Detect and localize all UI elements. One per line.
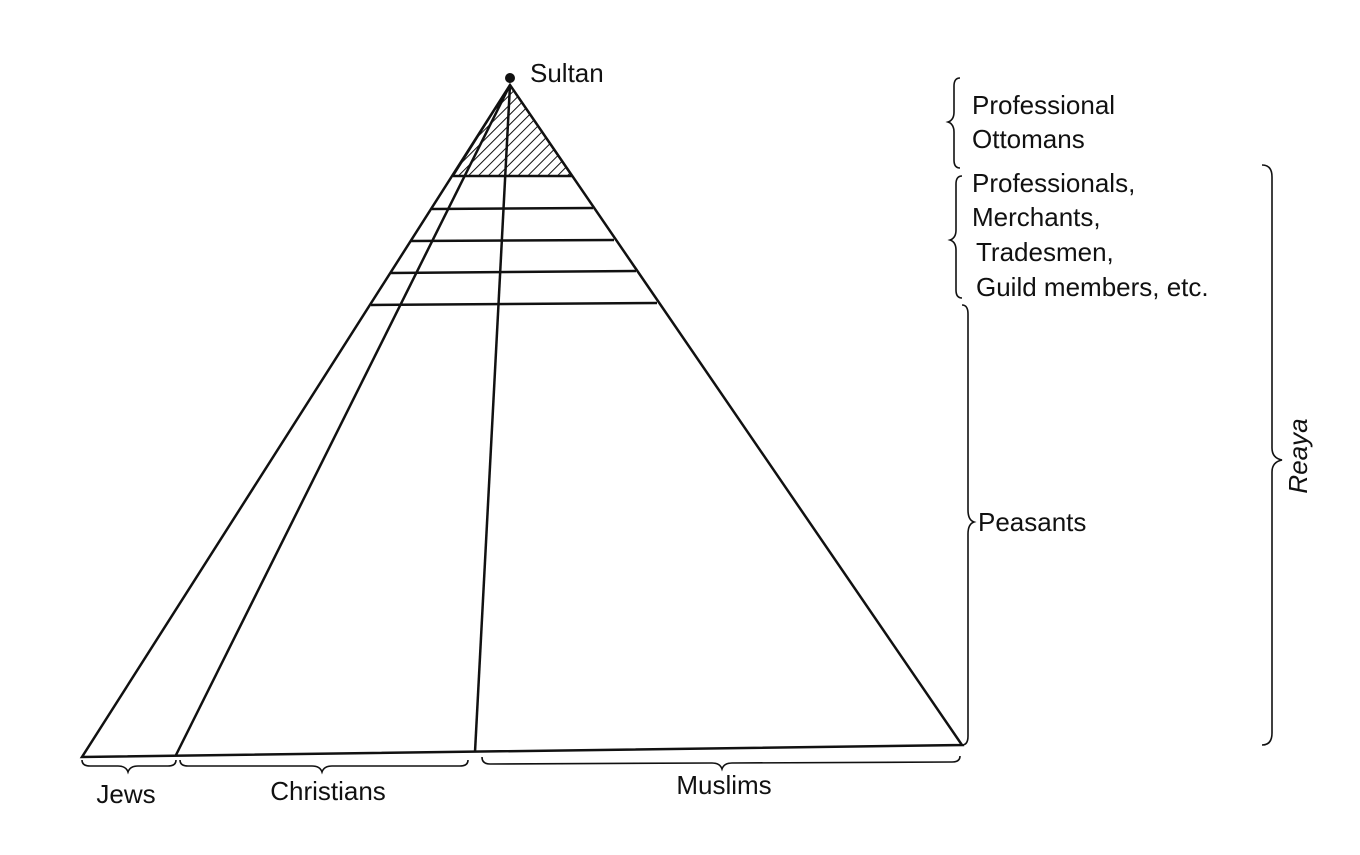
- brace-urban-classes: [947, 175, 963, 299]
- brace-muslims: [481, 755, 961, 772]
- stratum-line: [431, 206, 594, 211]
- stratum-line: [410, 238, 615, 243]
- stratum-line: [370, 301, 658, 307]
- reaya-label: Reaya: [1283, 418, 1313, 493]
- brace-professional-ottomans: [945, 77, 961, 169]
- pyramid-outline: [79, 82, 965, 759]
- jews-label: Jews: [96, 779, 155, 809]
- brace-reaya: [1261, 164, 1283, 746]
- christians-muslims-divider: [473, 84, 512, 753]
- muslims-label: Muslims: [676, 770, 771, 800]
- peasants-label: Peasants: [978, 507, 1086, 537]
- brace-peasants: [961, 304, 977, 746]
- professional-ottomans-label: Professional Ottomans: [972, 90, 1122, 154]
- sultan-label: Sultan: [530, 58, 604, 88]
- brace-christians: [179, 759, 469, 775]
- jews-christians-divider: [174, 84, 512, 756]
- stratum-line: [390, 269, 637, 275]
- sultan-apex-dot: [505, 73, 515, 83]
- christians-label: Christians: [270, 776, 386, 806]
- brace-jews: [81, 759, 177, 775]
- urban-classes-label: Professionals, Merchants, Tradesmen, Gui…: [972, 168, 1209, 302]
